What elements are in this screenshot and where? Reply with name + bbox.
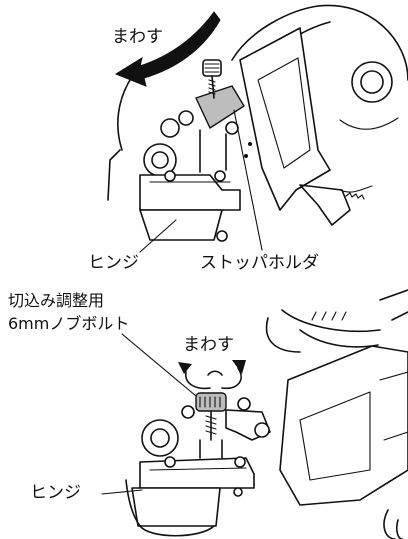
blade-guard <box>239 27 331 211</box>
bolt-label-line2: 6mmノブボルト <box>8 314 130 333</box>
bottom-saw-assembly <box>101 289 408 539</box>
bolt-label-line1: 切込み調整用 <box>8 291 105 310</box>
curved-arrow-icon <box>114 11 221 87</box>
bolt-leader <box>121 333 197 397</box>
rotate-label-top: まわす <box>112 27 163 47</box>
rotate-label-bottom: まわす <box>183 335 234 355</box>
top-saw-assembly <box>107 4 408 253</box>
stopper-holder <box>195 85 245 129</box>
hinge-leader-bottom <box>101 489 143 495</box>
hinge-label-top: ヒンジ <box>88 253 139 273</box>
blade-hub <box>351 61 393 103</box>
stopper-leader <box>233 109 263 251</box>
double-rotate-arrow-icon <box>178 360 246 390</box>
blade-guard-lower <box>279 345 408 506</box>
hinge-label-bottom: ヒンジ <box>30 483 81 503</box>
hinge-block <box>139 174 241 211</box>
stopper-holder-label: ストッパホルダ <box>200 253 319 273</box>
hinge-leader-top <box>139 219 177 253</box>
